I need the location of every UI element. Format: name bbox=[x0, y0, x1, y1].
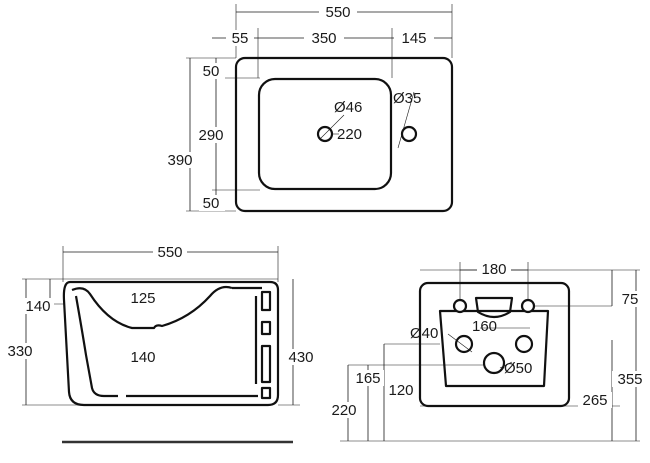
top-offset-right-label: 145 bbox=[401, 30, 426, 47]
bolt-hole-left bbox=[452, 298, 468, 314]
tap-hole-diameter-label: Ø35 bbox=[393, 90, 421, 107]
rear-cutout bbox=[474, 296, 514, 319]
side-bowl-bottom-label: 140 bbox=[130, 349, 155, 366]
hole-spacing-label: 220 bbox=[337, 126, 362, 143]
top-view: 550 55 350 145 50 290 390 50 Ø46 Ø35 220 bbox=[166, 4, 454, 213]
bowl-outline bbox=[257, 77, 393, 191]
bolt-height-label: 75 bbox=[622, 291, 639, 308]
top-overall-depth-label: 390 bbox=[167, 152, 192, 169]
side-view: 550 140 125 140 330 430 bbox=[2, 244, 320, 444]
top-rim-top-label: 50 bbox=[203, 63, 220, 80]
dim-165-label: 165 bbox=[355, 370, 380, 387]
dim-220-label: 220 bbox=[331, 402, 356, 419]
top-overall-width-label: 550 bbox=[325, 4, 350, 21]
inlet-diameter-label: Ø40 bbox=[410, 325, 438, 342]
side-overall-height-label: 430 bbox=[288, 349, 313, 366]
water-inlet-right bbox=[514, 334, 534, 354]
rear-view: 180 75 Ø40 160 Ø50 165 120 220 265 355 bbox=[326, 261, 648, 442]
side-rim-height-label: 140 bbox=[25, 298, 50, 315]
side-bowl-contour bbox=[71, 285, 233, 330]
outlet-diameter-label: Ø50 bbox=[504, 360, 532, 377]
side-inner-wall bbox=[74, 295, 118, 398]
basin-outline bbox=[234, 56, 454, 213]
top-bowl-width-label: 350 bbox=[311, 30, 336, 47]
dim-265-label: 265 bbox=[582, 392, 607, 409]
rear-recess-outline bbox=[438, 309, 550, 388]
side-bowl-top-label: 125 bbox=[130, 290, 155, 307]
bolt-hole-right bbox=[520, 298, 536, 314]
dim-120-label: 120 bbox=[388, 382, 413, 399]
top-offset-left-label: 55 bbox=[232, 30, 249, 47]
top-bowl-depth-label: 290 bbox=[198, 127, 223, 144]
top-rim-bottom-label: 50 bbox=[203, 195, 220, 212]
side-front-height-label: 330 bbox=[7, 343, 32, 360]
side-body-outline bbox=[62, 280, 280, 407]
inlet-spacing-label: 160 bbox=[472, 318, 497, 335]
water-inlet-left bbox=[454, 334, 474, 354]
bolt-spacing-label: 180 bbox=[481, 261, 506, 278]
dim-355-label: 355 bbox=[617, 371, 642, 388]
drain-diameter-label: Ø46 bbox=[334, 99, 362, 116]
rear-plate-outline bbox=[418, 281, 571, 408]
side-length-label: 550 bbox=[157, 244, 182, 261]
tap-hole bbox=[400, 125, 418, 143]
outlet-hole bbox=[482, 351, 506, 375]
